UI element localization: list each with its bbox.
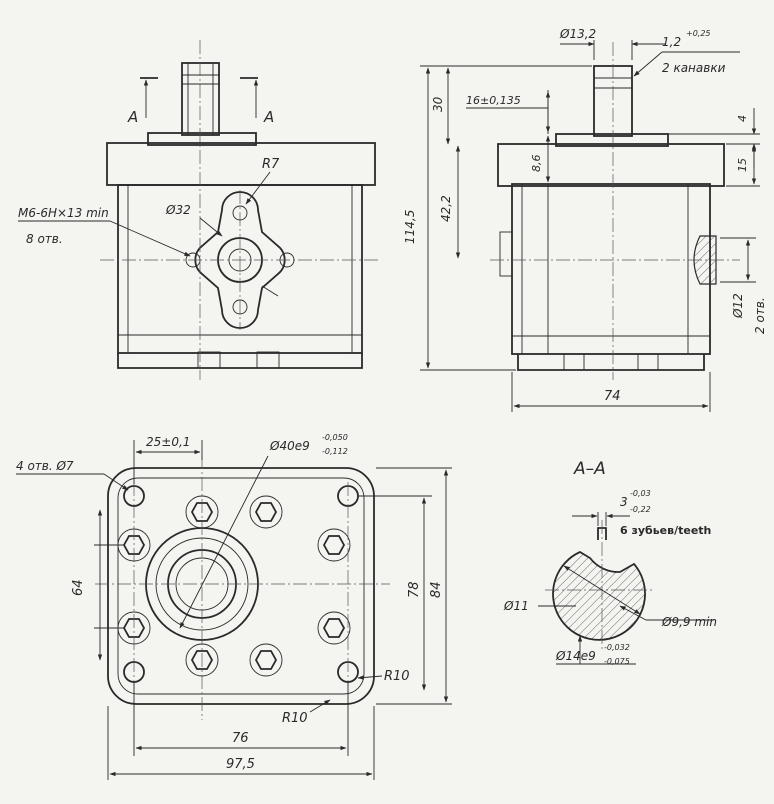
section-aa: A–A 3 -0,03 -0,22 6 зубьев/teeth Ø11 Ø9,… [503, 459, 717, 666]
dia-11: Ø11 [503, 599, 529, 613]
groove-count: 2 канавки [662, 61, 726, 75]
dim-78: 78 [407, 581, 422, 598]
dia-14-tol-lower: -0,075 [604, 657, 630, 666]
spigot-tol-upper: -0,050 [322, 433, 348, 442]
side-base [517, 354, 705, 371]
shaft-length-tol: 16±0,135 [466, 94, 521, 107]
radius-r10-right: R10 [384, 669, 410, 684]
thread-count: 8 отв. [26, 232, 63, 246]
dim-76: 76 [232, 731, 249, 746]
front-shaft [181, 62, 220, 136]
port-flange [194, 191, 286, 329]
side-flange [555, 133, 669, 147]
dia-14: Ø14e9 [555, 649, 596, 663]
bottom-view: 4 отв. Ø7 25±0,1 Ø40e9 -0,050 -0,112 64 … [16, 433, 452, 780]
side-view: Ø13,2 1,2 +0,25 2 канавки 16±0,135 114,5… [403, 27, 767, 412]
front-cover [106, 142, 376, 186]
hole-label: 4 отв. Ø7 [16, 459, 74, 473]
port-count: 2 отв. [753, 297, 767, 334]
dia-14-tol-upper: -0,032 [604, 643, 630, 652]
offset-25: 25±0,1 [146, 435, 190, 449]
dim-84: 84 [429, 581, 444, 598]
front-body [117, 184, 363, 354]
bottom-flange-plate [107, 467, 375, 705]
front-flange-lip [147, 132, 257, 146]
radius-r7: R7 [262, 157, 280, 172]
dim-114-5: 114,5 [403, 210, 417, 244]
teeth-label: 6 зубьев/teeth [620, 524, 711, 537]
spigot-dia: Ø40e9 [269, 439, 310, 453]
shaft-cross-section [552, 527, 646, 641]
bolt-circle-dia: Ø32 [165, 203, 191, 217]
spigot-tol-lower: -0,112 [322, 447, 348, 456]
dim-97-5: 97,5 [226, 757, 255, 772]
section-title: A–A [573, 459, 606, 479]
dim-30: 30 [431, 96, 445, 112]
dia-9-9: Ø9,9 min [661, 615, 717, 629]
port-dia: Ø12 [731, 293, 745, 319]
front-view: A A M6-6H×13 min 8 отв. R7 Ø32 [18, 40, 380, 380]
radius-r10-bottom: R10 [282, 711, 308, 726]
dim-4: 4 [736, 115, 749, 122]
shaft-dia: Ø13,2 [559, 27, 596, 41]
thread-label: M6-6H×13 min [18, 206, 109, 220]
side-body [511, 183, 711, 355]
dim-64: 64 [71, 579, 86, 596]
groove-tol: +0,25 [686, 29, 711, 38]
groove-width: 1,2 [662, 35, 681, 49]
dim-15: 15 [736, 158, 749, 172]
dim-42-2: 42,2 [439, 195, 453, 222]
dim-8-6: 8,6 [530, 155, 543, 173]
section-letter-left: A [127, 108, 138, 126]
key-tol-upper: -0,03 [630, 489, 651, 498]
key-tol-lower: -0,22 [630, 505, 651, 514]
side-cover [497, 143, 725, 187]
key-width: 3 [620, 495, 628, 509]
front-base [117, 353, 363, 369]
width-74: 74 [604, 389, 621, 404]
section-letter-right: A [263, 108, 274, 126]
